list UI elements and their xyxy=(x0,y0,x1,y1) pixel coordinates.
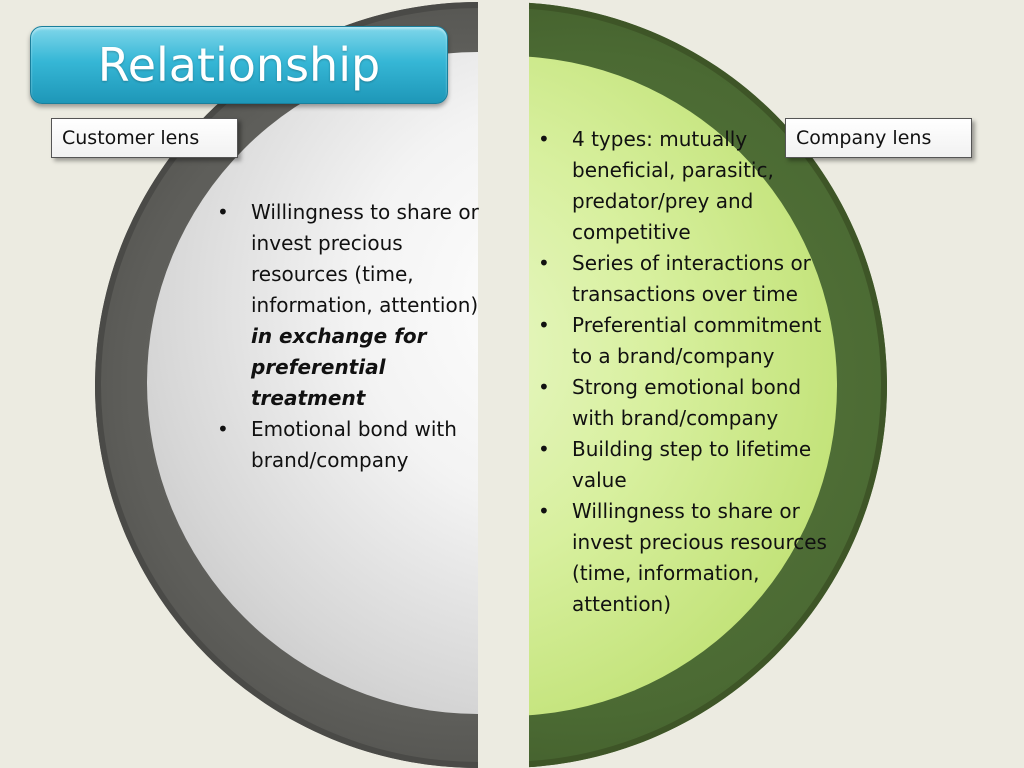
bullet-text: Strong emotional bond with brand/company xyxy=(572,375,802,430)
bullet-icon: • xyxy=(538,437,550,461)
title-banner: Relationship xyxy=(30,26,448,104)
page-title: Relationship xyxy=(97,38,381,92)
bullet-icon: • xyxy=(538,375,550,399)
bullet-text: Emotional bond with brand/company xyxy=(251,417,457,472)
list-item: • Preferential commitment to a brand/comp… xyxy=(538,310,838,372)
bullet-text: Willingness to share or invest precious … xyxy=(572,499,827,616)
bullet-text: Building step to lifetime value xyxy=(572,437,812,492)
customer-lens-label: Customer lens xyxy=(51,118,238,158)
bullet-icon: • xyxy=(217,417,229,441)
company-lens-label: Company lens xyxy=(785,118,972,158)
bullet-icon: • xyxy=(538,127,550,151)
customer-bullet-list: • Willingness to share or invest preciou… xyxy=(217,197,479,476)
list-item: • 4 types: mutually beneficial, parasitic… xyxy=(538,124,838,248)
list-item: • Building step to lifetime value xyxy=(538,434,838,496)
list-item: • Emotional bond with brand/company xyxy=(217,414,479,476)
bullet-text: Preferential commitment to a brand/compa… xyxy=(572,313,822,368)
bullet-text: 4 types: mutually beneficial, parasitic,… xyxy=(572,127,774,244)
customer-panel xyxy=(0,0,478,768)
bullet-icon: • xyxy=(538,499,550,523)
bullet-icon: • xyxy=(538,313,550,337)
company-panel xyxy=(529,0,1024,768)
company-bullet-list: • 4 types: mutually beneficial, parasitic… xyxy=(538,124,838,620)
bullet-icon: • xyxy=(217,200,229,224)
list-item: • Willingness to share or invest precious… xyxy=(538,496,838,620)
bullet-text: Series of interactions or transactions o… xyxy=(572,251,811,306)
list-item: • Willingness to share or invest preciou… xyxy=(217,197,479,414)
bullet-icon: • xyxy=(538,251,550,275)
bullet-emphasis: in exchange for preferential treatment xyxy=(251,324,427,410)
list-item: • Series of interactions or transactions … xyxy=(538,248,838,310)
list-item: • Strong emotional bond with brand/compan… xyxy=(538,372,838,434)
bullet-text: Willingness to share or invest precious … xyxy=(251,200,479,317)
